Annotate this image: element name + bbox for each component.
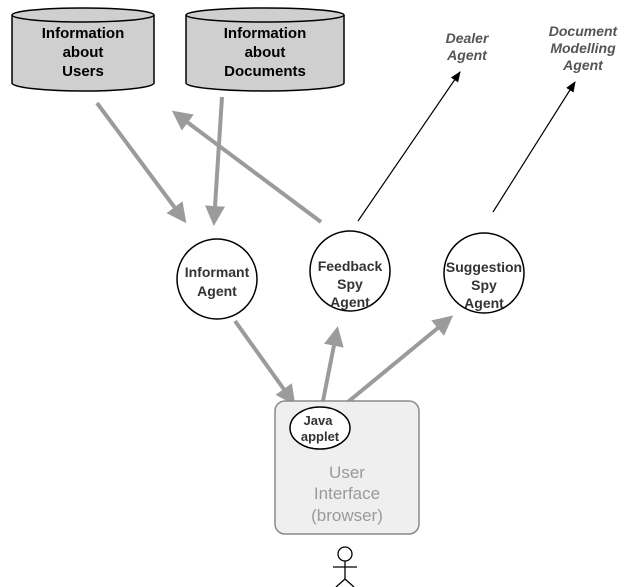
suggestion-spy-agent-circle [443, 232, 525, 314]
feedback-spy-agent-label-line2: Spy [337, 276, 363, 292]
informant-agent-label-line2: Agent [197, 283, 237, 299]
user-interface-label-line2: Interface [314, 484, 380, 503]
suggestion-spy-agent: Suggestion Spy Agent [443, 232, 525, 314]
informant-agent: Informant Agent [176, 238, 258, 320]
suggestion-spy-agent-label-line3: Agent [464, 295, 504, 311]
arrow-feedback-spy-to-dealer [357, 71, 461, 222]
arrow-informant-to-applet [233, 319, 296, 406]
database-documents-top [185, 7, 345, 23]
document-modelling-agent-label: Document Modelling Agent [549, 23, 619, 73]
user-interface-label-line3: (browser) [311, 506, 383, 525]
suggestion-spy-agent-label-line2: Spy [471, 277, 497, 293]
database-users-top [11, 7, 155, 23]
suggestion-spy-agent-label-line1: Suggestion [446, 259, 522, 275]
database-documents-label-line2: about [245, 44, 286, 61]
database-users: Information about Users [11, 7, 155, 92]
arrow-documents-to-informant [205, 96, 226, 226]
informant-agent-circle [176, 238, 258, 320]
feedback-spy-agent-circle [309, 230, 391, 312]
user-interface-label-line1: User [329, 463, 365, 482]
database-documents-label-line1: Information [224, 25, 307, 42]
document-modelling-agent-label-line3: Agent [562, 57, 604, 73]
database-users-label-line3: Users [62, 63, 104, 80]
arrow-applet-to-feedback-spy [320, 326, 344, 407]
document-modelling-agent-label-line1: Document [549, 23, 619, 39]
java-applet-label-line2: applet [301, 429, 340, 444]
java-applet-label-line1: Java [304, 413, 334, 428]
document-modelling-agent-label-line2: Modelling [550, 40, 616, 56]
database-documents-body [185, 15, 345, 92]
database-documents: Information about Documents [185, 7, 345, 92]
feedback-spy-agent: Feedback Spy Agent [309, 230, 391, 312]
database-users-label-line2: about [63, 44, 104, 61]
arrow-applet-to-suggestion-spy [341, 315, 454, 408]
stick-figure-icon [333, 546, 357, 587]
database-users-body [11, 15, 155, 92]
informant-agent-label-line1: Informant [185, 264, 250, 280]
feedback-spy-agent-label-line3: Agent [330, 294, 370, 310]
dealer-agent-label-line1: Dealer [446, 30, 490, 46]
arrow-users-to-informant [95, 101, 187, 224]
arrow-feedback-spy-to-users [171, 110, 323, 224]
database-documents-label-line3: Documents [224, 63, 306, 80]
java-applet-ellipse[interactable] [289, 406, 351, 450]
dealer-agent-label: Dealer Agent [446, 30, 490, 63]
java-applet[interactable]: Java applet [289, 406, 351, 450]
arrow-suggestion-spy-to-doc-modelling [492, 81, 576, 213]
feedback-spy-agent-label-line1: Feedback [318, 258, 383, 274]
dealer-agent-label-line2: Agent [446, 47, 488, 63]
database-users-label-line1: Information [42, 25, 125, 42]
